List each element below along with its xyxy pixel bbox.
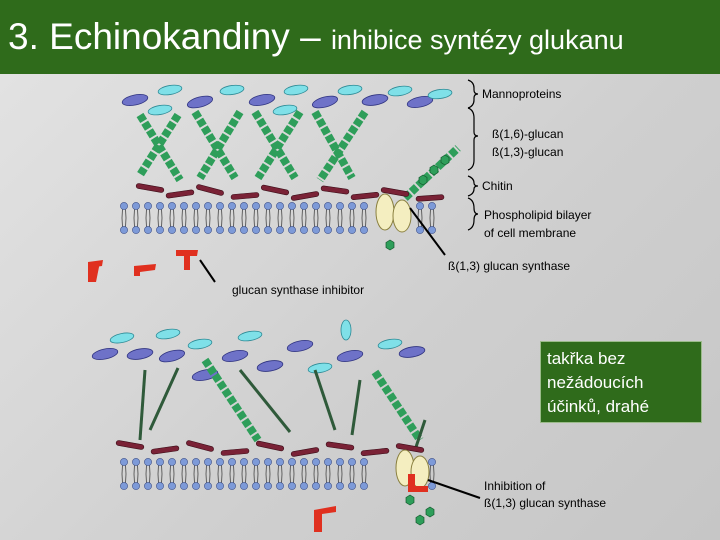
label-glucan-synthase: ß(1,3) glucan synthase xyxy=(448,259,570,273)
glucan-chains-bottom xyxy=(140,360,425,450)
label-chitin: Chitin xyxy=(482,179,513,193)
label-phospholipid-1: Phospholipid bilayer xyxy=(484,208,591,222)
label-mannoproteins: Mannoproteins xyxy=(482,87,561,101)
synthase-pointer-top xyxy=(410,208,445,255)
label-glucan-1-3: ß(1,3)-glucan xyxy=(492,145,563,159)
chitin-layer-top xyxy=(136,183,444,201)
membrane-bottom xyxy=(120,458,435,489)
label-glucan-1-6: ß(1,6)-glucan xyxy=(492,127,563,141)
brackets-top xyxy=(468,80,478,230)
label-inhibitor: glucan synthase inhibitor xyxy=(232,283,364,297)
chitin-layer-bottom xyxy=(116,440,424,457)
inhibition-pointer xyxy=(428,480,480,498)
label-phospholipid-2: of cell membrane xyxy=(484,226,576,240)
loose-inhibitor-bottom xyxy=(314,506,336,532)
note-line-1: takřka bez xyxy=(547,347,701,371)
note-box: takřka bez nežádoucích účinků, drahé xyxy=(540,341,702,423)
label-inhibition-1: Inhibition of xyxy=(484,479,546,493)
loose-inhibitors-top xyxy=(88,250,198,282)
glucan-chains-top xyxy=(140,112,458,198)
note-line-3: účinků, drahé xyxy=(547,395,701,419)
glucan-synthase-top xyxy=(376,194,411,250)
mannoprotein-layer-top xyxy=(121,83,452,116)
label-inhibition-2: ß(1,3) glucan synthase xyxy=(484,496,606,510)
note-line-2: nežádoucích xyxy=(547,371,701,395)
inhibitor-pointer xyxy=(200,260,215,282)
